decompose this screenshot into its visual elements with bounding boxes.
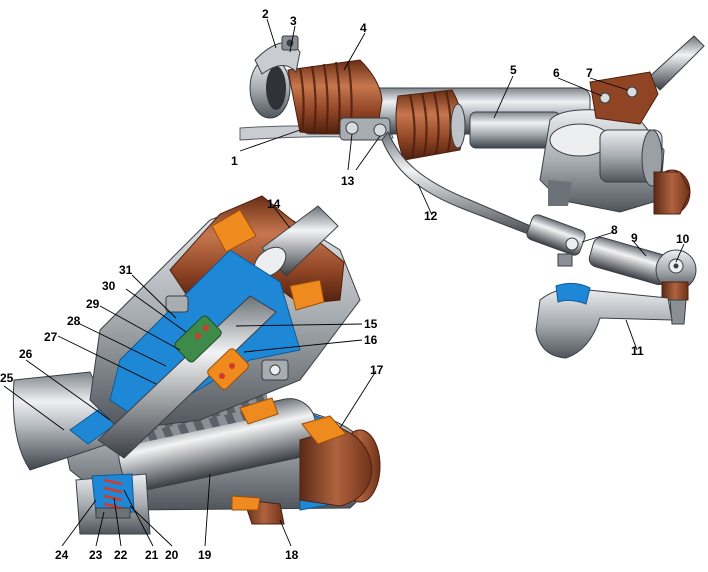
callout-27: 27 — [44, 330, 58, 344]
callout-28: 28 — [67, 314, 81, 328]
swivel-arm — [535, 282, 673, 359]
callout-5: 5 — [510, 63, 517, 77]
adjusting-plug — [75, 473, 151, 535]
callout-9: 9 — [631, 231, 638, 245]
callout-20: 20 — [165, 548, 179, 562]
pinion-housing — [539, 71, 691, 215]
callout-11: 11 — [631, 344, 644, 358]
callout-6: 6 — [553, 66, 560, 80]
callout-30: 30 — [102, 279, 116, 293]
callout-10: 10 — [676, 232, 690, 246]
callout-22: 22 — [114, 548, 128, 562]
callout-7: 7 — [586, 66, 593, 80]
callout-15: 15 — [364, 317, 378, 331]
upper-assembly — [239, 35, 705, 359]
callout-13: 13 — [341, 174, 355, 188]
callout-8: 8 — [611, 223, 618, 237]
tie-rod-end — [526, 214, 697, 325]
callout-25: 25 — [0, 371, 14, 385]
callout-21: 21 — [145, 548, 159, 562]
callout-3: 3 — [290, 14, 297, 28]
callout-1: 1 — [231, 154, 238, 168]
leader-lines — [3, 18, 685, 547]
callout-2: 2 — [262, 7, 269, 21]
callout-29: 29 — [86, 297, 100, 311]
callout-14: 14 — [267, 197, 281, 211]
callout-labels: 1 2 3 4 5 6 7 8 9 10 11 12 13 14 15 16 1… — [0, 7, 690, 562]
callout-16: 16 — [364, 333, 378, 347]
protective-boot-right — [395, 89, 466, 161]
clamp-left — [249, 35, 301, 119]
cutaway-assembly — [12, 195, 381, 535]
callout-23: 23 — [89, 548, 103, 562]
callout-26: 26 — [19, 347, 33, 361]
steering-shaft — [647, 35, 705, 91]
callout-19: 19 — [198, 548, 212, 562]
rack-end-cap — [231, 415, 381, 525]
bracket-bolts — [339, 117, 391, 141]
callout-24: 24 — [55, 548, 69, 562]
callout-4: 4 — [360, 21, 367, 35]
callout-31: 31 — [119, 263, 133, 277]
callout-17: 17 — [370, 363, 384, 377]
callout-18: 18 — [285, 548, 299, 562]
protective-boot-left — [287, 59, 383, 135]
callout-12: 12 — [424, 209, 438, 223]
bearing-needles — [174, 315, 249, 390]
